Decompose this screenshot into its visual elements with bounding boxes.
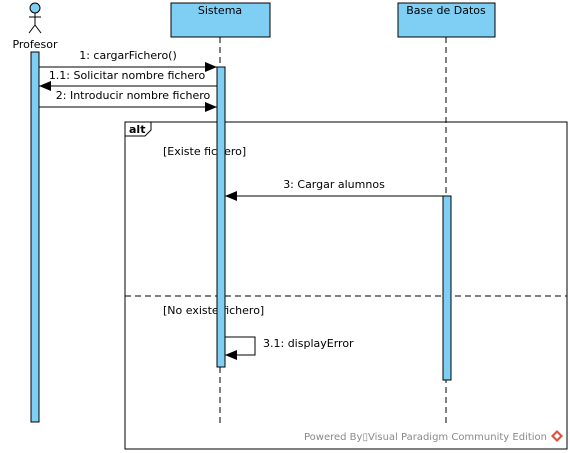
lifeline-head-base-de-datos [397, 2, 496, 38]
guard-existe-fichero: [Existe fichero] [163, 145, 246, 158]
message-3-1-label: 3.1: displayError [263, 337, 354, 350]
alt-operator-label: alt [129, 123, 145, 136]
visual-paradigm-logo-icon [551, 430, 563, 442]
message-3[interactable]: 3: Cargar alumnos [225, 178, 443, 201]
watermark-text: Powered By▯Visual Paradigm Community Edi… [304, 432, 547, 443]
watermark: Powered By▯Visual Paradigm Community Edi… [304, 430, 563, 443]
message-3-1[interactable]: 3.1: displayError [225, 336, 354, 360]
lifeline-name-sistema: Sistema [198, 4, 242, 17]
guard-no-existe-fichero: [No existe fichero] [163, 304, 264, 317]
message-2[interactable]: 2: Introducir nombre fichero [39, 89, 217, 112]
actor-name: Profesor [12, 38, 58, 51]
message-1-label: 1: cargarFichero() [79, 49, 177, 62]
alt-fragment-frame [124, 121, 568, 450]
message-3-1-arrow [225, 336, 256, 360]
lifeline-base-de-datos[interactable]: Base de Datos [397, 2, 496, 425]
actor-profesor[interactable]: Profesor [12, 2, 58, 51]
stick-figure-actor-icon [28, 2, 42, 34]
message-1-1-label: 1.1: Solicitar nombre fichero [49, 69, 206, 82]
alt-fragment-tab [124, 121, 152, 137]
activation-profesor [30, 51, 40, 423]
message-3-label: 3: Cargar alumnos [283, 178, 385, 191]
message-1-1[interactable]: 1.1: Solicitar nombre fichero [39, 69, 217, 91]
alt-fragment[interactable]: alt [Existe fichero] [No existe fichero] [124, 121, 568, 450]
activation-sistema [216, 66, 226, 368]
lifeline-head-sistema [170, 2, 271, 38]
message-2-label: 2: Introducir nombre fichero [56, 89, 211, 102]
lifeline-name-base-de-datos: Base de Datos [406, 4, 486, 17]
message-1[interactable]: 1: cargarFichero() [39, 49, 217, 72]
activation-base-de-datos [442, 195, 452, 381]
